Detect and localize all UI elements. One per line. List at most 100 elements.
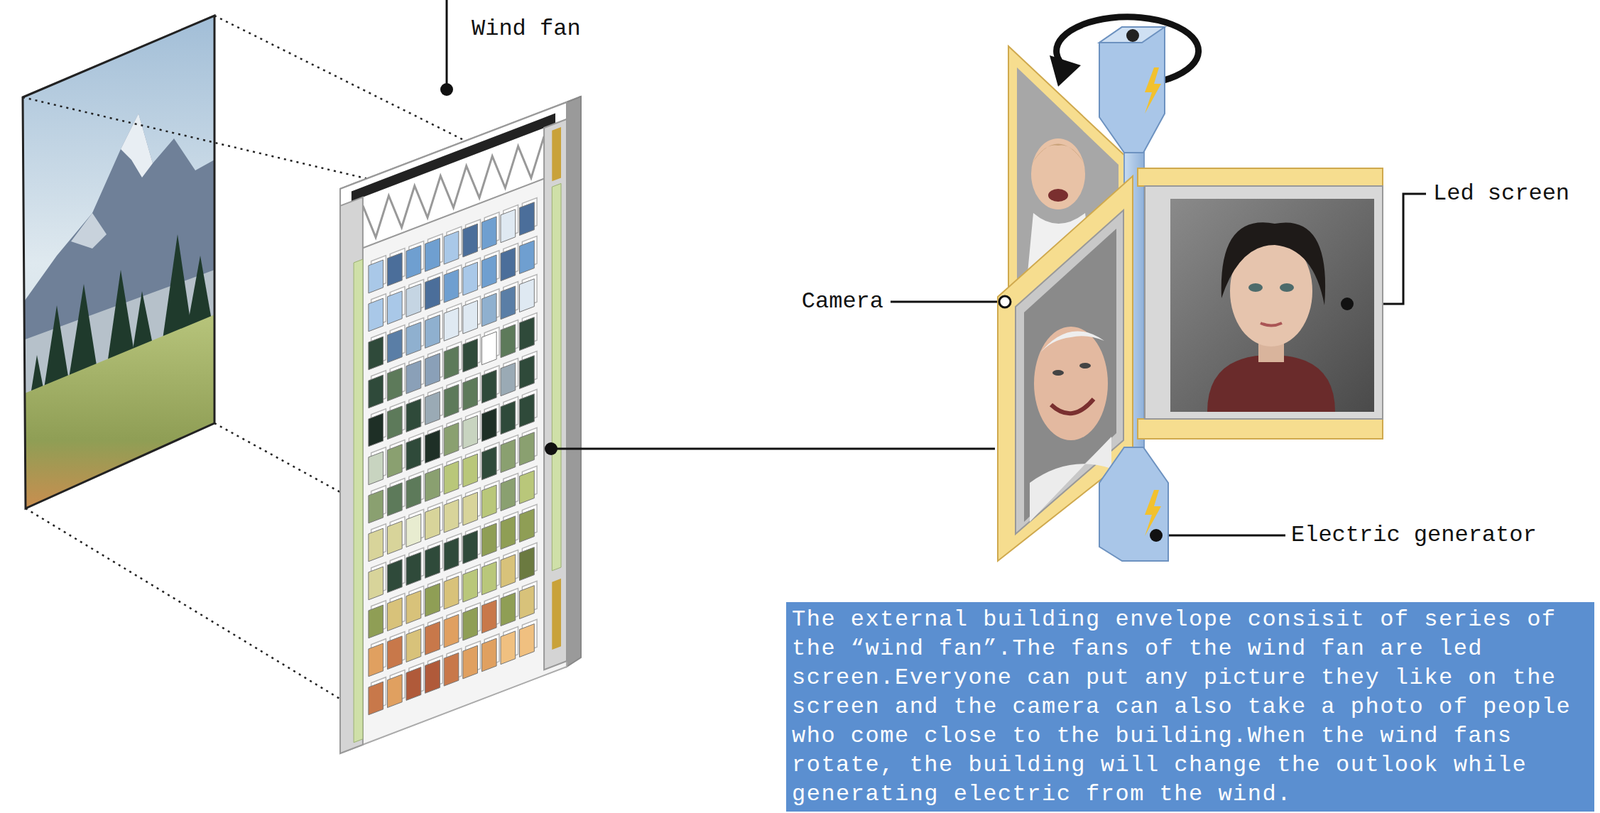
led-cell bbox=[519, 547, 535, 581]
led-screen bbox=[1170, 198, 1375, 412]
eye bbox=[1052, 369, 1064, 376]
eye bbox=[1279, 283, 1294, 292]
old-man-hair bbox=[1038, 330, 1105, 356]
led-cell bbox=[368, 451, 384, 486]
gold-panel bbox=[551, 578, 562, 650]
leader-line bbox=[1156, 534, 1286, 537]
child-face bbox=[1031, 138, 1086, 210]
led-cell bbox=[406, 360, 422, 395]
led-cell bbox=[463, 492, 478, 526]
part-label: Wind fan bbox=[471, 15, 581, 43]
led-cell bbox=[425, 507, 441, 541]
child-hair bbox=[1029, 144, 1087, 168]
eye bbox=[1079, 362, 1091, 369]
arrow-head bbox=[1049, 55, 1081, 87]
led-cell bbox=[463, 415, 478, 449]
led-cell bbox=[425, 660, 441, 694]
led-cell bbox=[519, 585, 535, 620]
green-strip bbox=[551, 183, 562, 571]
led-cell bbox=[500, 324, 516, 358]
led-cell bbox=[443, 230, 459, 265]
old-man-face bbox=[1033, 326, 1108, 441]
led-cell bbox=[406, 590, 422, 625]
led-cell bbox=[481, 446, 497, 481]
led-cell bbox=[463, 645, 478, 679]
led-cell bbox=[481, 485, 497, 519]
led-cell bbox=[443, 460, 459, 495]
led-cell bbox=[443, 269, 459, 303]
generator-top bbox=[1099, 26, 1165, 153]
led-cell bbox=[463, 338, 478, 373]
led-cell bbox=[443, 575, 459, 610]
led-cell bbox=[443, 499, 459, 533]
wind-fan-detail bbox=[997, 17, 1383, 562]
smile bbox=[1051, 399, 1094, 414]
led-cell bbox=[519, 317, 535, 351]
led-cell bbox=[387, 406, 403, 440]
mouth bbox=[1260, 323, 1282, 326]
led-cell bbox=[406, 667, 422, 701]
led-cell bbox=[368, 643, 384, 677]
led-cell bbox=[368, 490, 384, 524]
snow bbox=[120, 113, 153, 178]
led-cell bbox=[519, 509, 535, 543]
led-cell bbox=[406, 245, 422, 280]
eye bbox=[1248, 283, 1263, 292]
led-cell bbox=[387, 597, 403, 632]
painting-frame bbox=[22, 15, 215, 509]
led-cell bbox=[368, 336, 384, 370]
led-cell bbox=[425, 392, 441, 426]
led-cell bbox=[500, 516, 516, 550]
led-cell bbox=[387, 674, 403, 709]
led-cell bbox=[425, 583, 441, 618]
led-cell bbox=[387, 636, 403, 670]
leader-dots bbox=[440, 83, 558, 456]
led-cell bbox=[406, 284, 422, 318]
led-cell bbox=[481, 638, 497, 672]
led-cell bbox=[519, 279, 535, 313]
led-cell bbox=[425, 622, 441, 656]
right-column bbox=[543, 119, 567, 671]
led-cell bbox=[519, 394, 535, 428]
led-cell bbox=[481, 254, 497, 289]
led-cell bbox=[368, 259, 384, 294]
led-cell bbox=[481, 369, 497, 404]
led-cell bbox=[387, 482, 403, 517]
gold-panel bbox=[551, 127, 562, 182]
part-label: Electric generator bbox=[1291, 521, 1537, 549]
led-cell bbox=[425, 468, 441, 503]
leader-dot bbox=[1340, 297, 1354, 311]
led-cell bbox=[406, 552, 422, 586]
child-mouth bbox=[1048, 188, 1069, 202]
led-cell bbox=[368, 605, 384, 639]
part-label: Led screen bbox=[1433, 180, 1570, 208]
led-cell bbox=[368, 298, 384, 332]
led-cell bbox=[425, 353, 441, 388]
led-cell bbox=[406, 475, 422, 510]
led-cell bbox=[406, 514, 422, 548]
facade-front bbox=[340, 102, 567, 754]
led-cell bbox=[519, 432, 535, 466]
description-box: The external building envelope consisit … bbox=[786, 602, 1595, 812]
lightning bbox=[1144, 67, 1162, 114]
led-cell bbox=[406, 629, 422, 663]
led-cell bbox=[406, 399, 422, 433]
fan-slot bbox=[351, 113, 556, 202]
led-cell bbox=[519, 624, 535, 658]
led-cell bbox=[463, 262, 478, 296]
led-cell bbox=[425, 238, 441, 272]
led-cell bbox=[443, 652, 459, 687]
lightning bbox=[1144, 490, 1162, 537]
led-cell bbox=[387, 329, 403, 363]
led-cell bbox=[500, 362, 516, 397]
led-cell bbox=[443, 614, 459, 648]
left-column bbox=[340, 197, 363, 754]
led-cell bbox=[406, 437, 422, 471]
led-cell bbox=[387, 521, 403, 555]
led-cell bbox=[425, 430, 441, 464]
panel-frame bbox=[1137, 418, 1383, 439]
led-cell bbox=[443, 345, 459, 380]
meadow bbox=[14, 312, 221, 526]
led-cell bbox=[425, 276, 441, 311]
